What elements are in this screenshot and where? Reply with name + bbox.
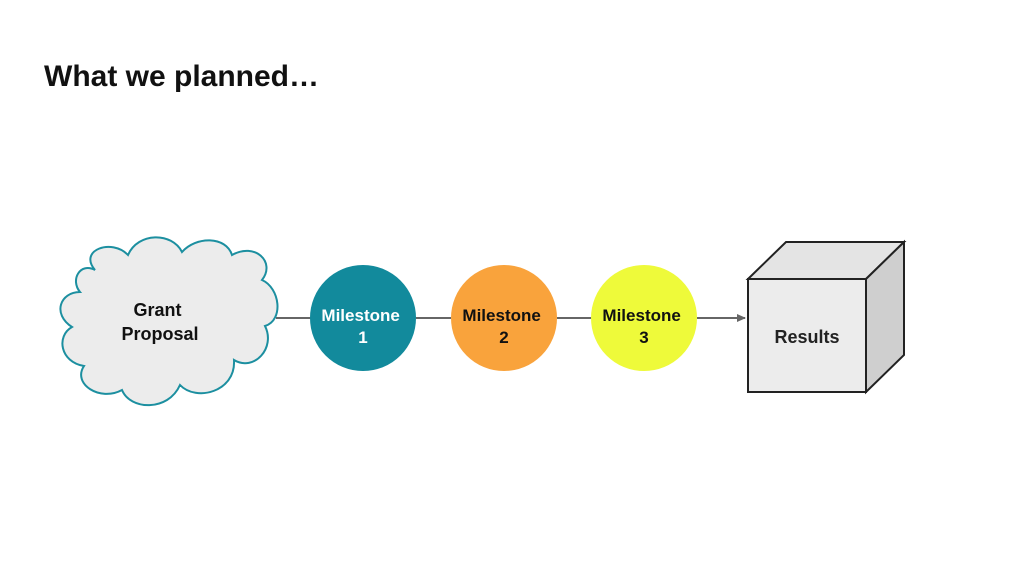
- milestone-1-label-line-2: 1: [358, 328, 367, 347]
- milestone-3-circle: [591, 265, 697, 371]
- results-label: Results: [774, 327, 839, 347]
- grant-proposal-label-line-2: Proposal: [121, 324, 198, 344]
- svg-text:Results: Results: [774, 327, 839, 347]
- svg-text:Milestone 2: Milestone 2: [462, 306, 545, 347]
- results-cube: Results: [745, 239, 907, 395]
- cube-front-face: [747, 278, 867, 393]
- milestone-3-label-line-2: 3: [639, 328, 648, 347]
- cloud-shape: [59, 236, 279, 407]
- grant-proposal-cloud: Grant Proposal: [59, 236, 279, 407]
- milestone-2-circle: [451, 265, 557, 371]
- milestone-2-label-line-1: Milestone: [462, 306, 540, 325]
- milestone-2-label-line-2: 2: [499, 328, 508, 347]
- milestone-1-node: Milestone 1: [310, 265, 416, 371]
- milestone-1-circle: [310, 265, 416, 371]
- svg-text:Grant Proposal: Grant Proposal: [121, 300, 198, 344]
- svg-text:Milestone 1: Milestone 1: [321, 306, 404, 347]
- slide-title: What we planned…: [44, 60, 320, 93]
- grant-proposal-label-line-1: Grant: [133, 300, 181, 320]
- milestone-1-label-line-1: Milestone: [321, 306, 399, 325]
- milestone-2-node: Milestone 2: [451, 265, 557, 371]
- svg-text:Milestone 3: Milestone 3: [602, 306, 685, 347]
- milestone-3-node: Milestone 3: [591, 265, 697, 371]
- milestone-3-label-line-1: Milestone: [602, 306, 680, 325]
